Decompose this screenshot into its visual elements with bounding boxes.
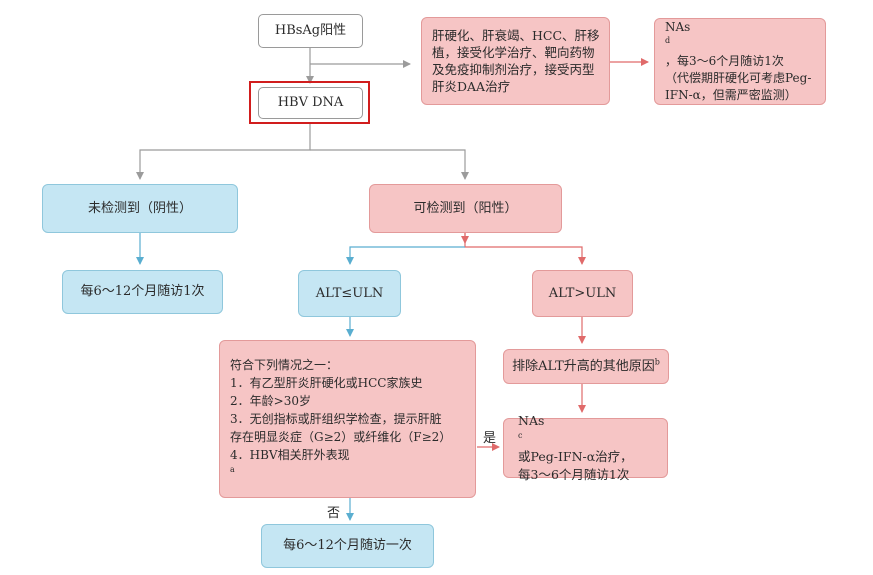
edge-label-no: 否 — [327, 506, 341, 521]
node-hbv-dna-label: HBV DNA — [277, 95, 344, 110]
criteria-line: 符合下列情况之一： — [230, 358, 339, 372]
node-exclude-other-causes: 排除ALT升高的其他原因b — [503, 349, 669, 384]
nas-top-line: IFN-α，但需严密监测） — [665, 88, 797, 102]
node-exclude-label: 排除ALT升高的其他原因b — [512, 357, 660, 374]
node-followup-label: 每6～12个月随访1次 — [80, 284, 205, 299]
edge-label-yes: 是 — [483, 431, 497, 446]
node-hbv-dna: HBV DNA — [258, 87, 363, 119]
node-followup-6-12: 每6～12个月随访1次 — [62, 270, 223, 314]
node-hbsag-positive: HBsAg阳性 — [258, 14, 363, 48]
node-alt-le-label: ALT≤ULN — [315, 285, 384, 301]
node-undetected: 未检测到（阴性） — [42, 184, 238, 233]
arrow-hbvdna-split — [136, 122, 311, 180]
node-criteria: 符合下列情况之一： 1．有乙型肝炎肝硬化或HCC家族史 2．年龄>30岁 3．无… — [219, 340, 476, 498]
node-hbsag-label: HBsAg阳性 — [274, 23, 347, 38]
criteria-line: 3．无创指标或肝组织学检查，提示肝脏 — [230, 412, 442, 426]
node-alt-gt-label: ALT>ULN — [548, 285, 617, 301]
conditions-line: 及免疫抑制剂治疗，接受丙型 — [432, 62, 595, 77]
node-detected-label: 可检测到（阳性） — [413, 200, 518, 216]
node-alt-le-uln: ALT≤ULN — [298, 270, 401, 317]
arrow-hbvdna-to-detected — [310, 149, 469, 180]
criteria-line: 1．有乙型肝炎肝硬化或HCC家族史 — [230, 376, 423, 390]
nas-treat-line: 每3～6个月随访1次 — [518, 467, 630, 482]
node-undetected-label: 未检测到（阴性） — [87, 200, 192, 216]
nas-top-line: （代偿期肝硬化可考虑Peg- — [665, 71, 812, 85]
node-detected: 可检测到（阳性） — [369, 184, 562, 233]
node-alt-gt-uln: ALT>ULN — [532, 270, 633, 317]
node-special-conditions: 肝硬化、肝衰竭、HCC、肝移 植，接受化学治疗、靶向药物 及免疫抑制剂治疗，接受… — [421, 17, 610, 105]
conditions-line: 植，接受化学治疗、靶向药物 — [432, 45, 595, 60]
criteria-line: 存在明显炎症（G≥2）或纤维化（F≥2） — [230, 430, 452, 444]
node-followup-once: 每6～12个月随访一次 — [261, 524, 434, 568]
arrow-detected-split-red — [464, 233, 586, 265]
arrow-detected-split-blue — [346, 246, 465, 265]
conditions-line: 肝硬化、肝衰竭、HCC、肝移 — [432, 28, 600, 43]
criteria-line: 2．年龄>30岁 — [230, 394, 311, 408]
conditions-line: 肝炎DAA治疗 — [432, 79, 511, 94]
node-followup-once-label: 每6～12个月随访一次 — [283, 538, 412, 553]
highlight-frame — [249, 81, 370, 124]
